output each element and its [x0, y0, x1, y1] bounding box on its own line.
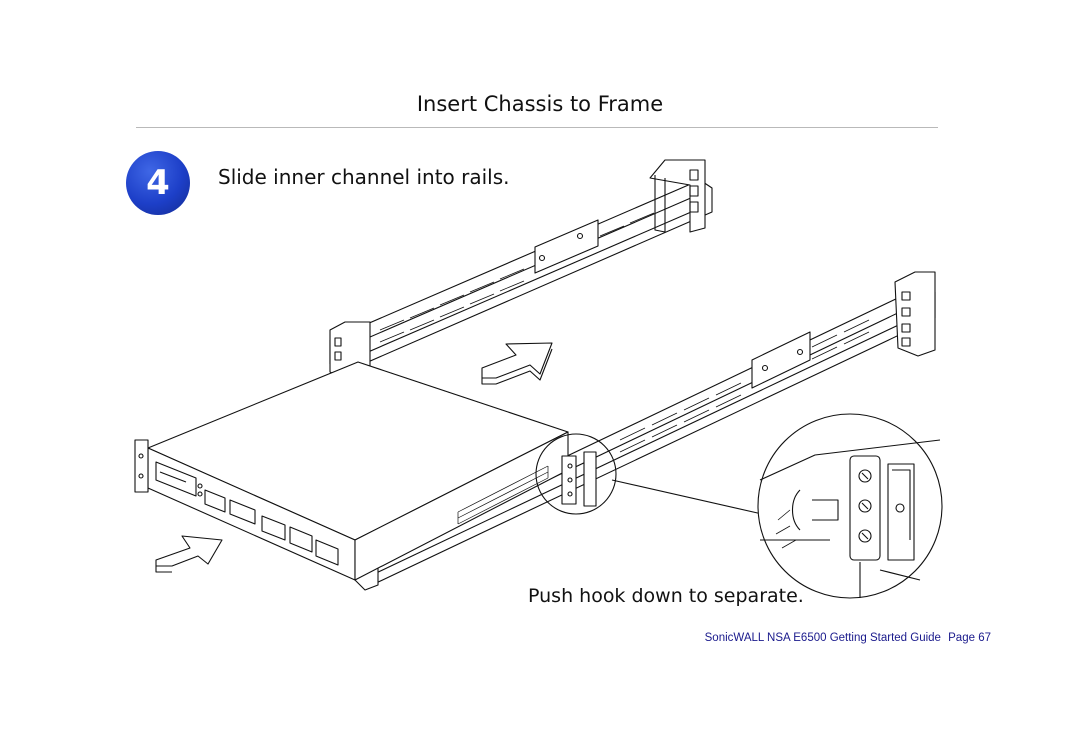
- step-instruction: Slide inner channel into rails.: [218, 165, 510, 189]
- guide-title: SonicWALL NSA E6500 Getting Started Guid…: [704, 632, 941, 644]
- page-footer: SonicWALL NSA E6500 Getting Started Guid…: [701, 632, 991, 644]
- detail-instruction: Push hook down to separate.: [528, 585, 804, 607]
- pull-out-arrow: [155, 535, 223, 573]
- page-number: Page 67: [948, 632, 991, 644]
- push-in-arrow: [481, 342, 553, 385]
- page-title: Insert Chassis to Frame: [416, 92, 664, 116]
- small-hook-detail: [561, 451, 597, 507]
- detail-source-circle: [535, 433, 617, 515]
- step-number-badge: 4: [126, 151, 190, 215]
- large-hook-detail: [759, 439, 941, 598]
- callout-line: [611, 479, 763, 515]
- back-rail: [329, 159, 713, 381]
- title-divider: [136, 127, 938, 128]
